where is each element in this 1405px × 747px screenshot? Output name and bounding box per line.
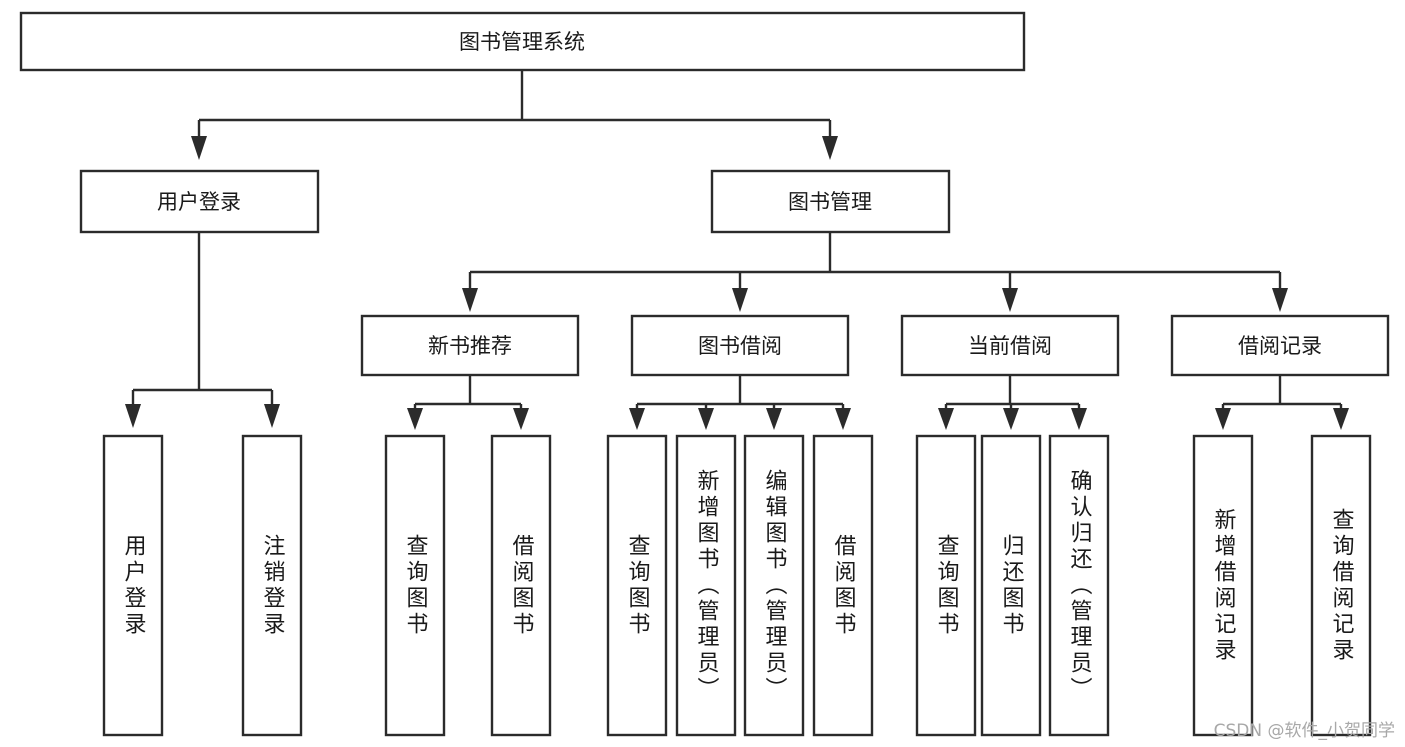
arrowhead-current-borrow: [1002, 288, 1018, 312]
node-label-book-management: 图书管理: [788, 190, 872, 214]
node-box-user-login[interactable]: [79, 169, 320, 234]
node-box-leaf-current-borrow-1[interactable]: [915, 434, 977, 737]
arrowhead-leaf-user-login-2: [264, 404, 280, 428]
arrowhead-leaf-book-borrow-2: [698, 408, 714, 430]
connector-group-current-borrow: [938, 375, 1087, 430]
node-box-leaf-current-borrow-2[interactable]: [980, 434, 1042, 737]
node-label-user-login: 用户登录: [157, 190, 241, 214]
arrowhead-leaf-current-borrow-3: [1071, 408, 1087, 430]
arrowhead-leaf-borrow-record-1: [1215, 408, 1231, 430]
arrowhead-leaf-new-book-1: [407, 408, 423, 430]
node-box-leaf-user-login-2[interactable]: [241, 434, 303, 737]
arrowhead-leaf-book-borrow-1: [629, 408, 645, 430]
node-box-leaf-book-borrow-3[interactable]: [743, 434, 805, 737]
node-box-book-borrow[interactable]: [630, 314, 850, 377]
node-box-leaf-user-login-1[interactable]: [102, 434, 164, 737]
node-label-new-book-recommend: 新书推荐: [428, 334, 512, 358]
connector-group-new-book: [407, 375, 529, 430]
node-label-book-borrow: 图书借阅: [698, 334, 782, 358]
arrowhead-user-login: [191, 136, 207, 160]
connector-group-book-mgmt: [462, 232, 1288, 312]
node-box-leaf-book-borrow-2[interactable]: [675, 434, 737, 737]
node-box-root[interactable]: [19, 11, 1026, 72]
node-label-root: 图书管理系统: [459, 30, 585, 54]
connector-group-root: [191, 70, 838, 160]
arrowhead-book-mgmt: [822, 136, 838, 160]
node-box-leaf-current-borrow-3[interactable]: [1048, 434, 1110, 737]
node-box-book-management[interactable]: [710, 169, 951, 234]
connector-group-borrow-record: [1215, 375, 1349, 430]
node-box-leaf-new-book-1[interactable]: [384, 434, 446, 737]
arrowhead-leaf-current-borrow-2: [1003, 408, 1019, 430]
connector-group-book-borrow: [629, 375, 851, 430]
arrowhead-leaf-user-login-1: [125, 404, 141, 428]
arrowhead-new-book: [462, 288, 478, 312]
node-label-current-borrow: 当前借阅: [968, 334, 1052, 358]
watermark-text: CSDN @软件_小贺同学: [1213, 721, 1395, 741]
arrowhead-book-borrow: [732, 288, 748, 312]
node-box-current-borrow[interactable]: [900, 314, 1120, 377]
node-box-leaf-book-borrow-1[interactable]: [606, 434, 668, 737]
node-box-new-book-recommend[interactable]: [360, 314, 580, 377]
arrowhead-leaf-book-borrow-4: [835, 408, 851, 430]
node-box-leaf-borrow-record-1[interactable]: [1192, 434, 1254, 737]
node-label-borrow-record: 借阅记录: [1238, 334, 1322, 358]
node-box-leaf-new-book-2[interactable]: [490, 434, 552, 737]
connector-group-user-login: [125, 232, 280, 428]
node-box-leaf-book-borrow-4[interactable]: [812, 434, 874, 737]
node-box-borrow-record[interactable]: [1170, 314, 1390, 377]
node-box-leaf-borrow-record-2[interactable]: [1310, 434, 1372, 737]
arrowhead-borrow-record: [1272, 288, 1288, 312]
arrowhead-leaf-borrow-record-2: [1333, 408, 1349, 430]
arrowhead-leaf-current-borrow-1: [938, 408, 954, 430]
arrowhead-leaf-book-borrow-3: [766, 408, 782, 430]
arrowhead-leaf-new-book-2: [513, 408, 529, 430]
